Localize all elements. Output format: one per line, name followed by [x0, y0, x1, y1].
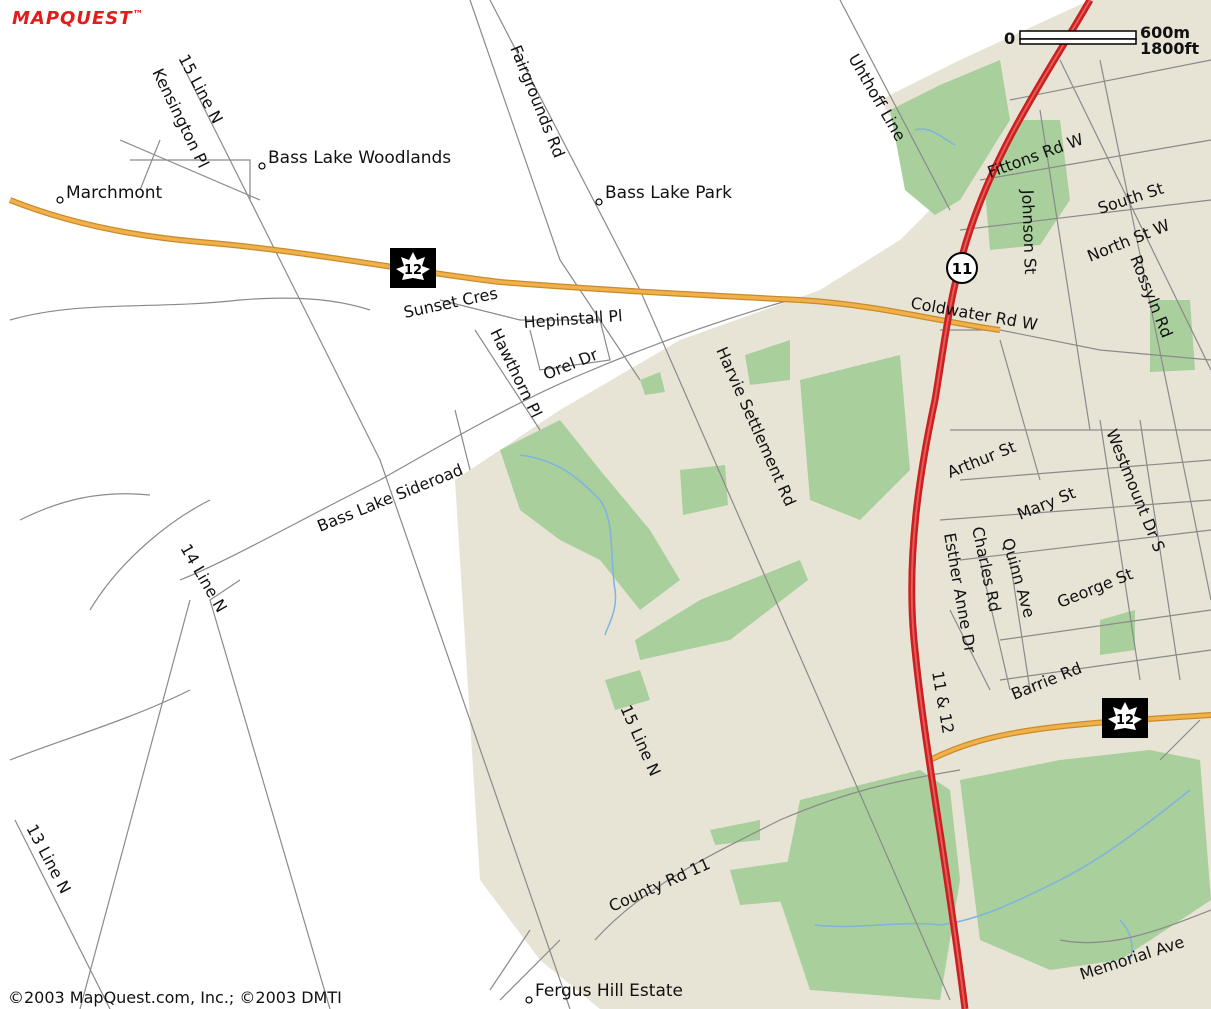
road-orel-dr: Orel Dr	[540, 345, 600, 384]
road-hawthorn-pl: Hawthorn Pl	[486, 325, 545, 420]
place-markers	[56, 162, 603, 1004]
highway-12-shield-east: 12	[1102, 698, 1148, 738]
place-fergus-hill-estate: Fergus Hill Estate	[535, 981, 683, 1001]
minor-roads	[9, 0, 1211, 1009]
scale-imperial: 1800ft	[1140, 39, 1199, 58]
logo-trademark: ™	[132, 8, 145, 21]
place-bass-lake-woodlands: Bass Lake Woodlands	[268, 148, 451, 168]
place-bass-lake-park: Bass Lake Park	[605, 183, 732, 203]
scale-metric: 600m	[1140, 23, 1190, 42]
highway-12-shield: 12	[390, 248, 436, 288]
mapquest-logo[interactable]: MAPQUEST™	[12, 8, 145, 29]
highway-12-shield-east-label: 12	[1116, 713, 1134, 728]
road-sunset-cres: Sunset Cres	[402, 283, 499, 321]
road-johnson-st: Johnson St	[1018, 188, 1040, 274]
highway-12-shield-label: 12	[404, 263, 422, 278]
road-13-line-n: 13 Line N	[22, 821, 74, 897]
scale-bar: 0 600m 1800ft	[1004, 23, 1199, 58]
logo-text: MAPQUEST	[12, 8, 133, 29]
highway-11-shield-label: 11	[952, 260, 973, 278]
scale-zero: 0	[1004, 29, 1015, 48]
highway-12	[8, 197, 1211, 763]
road-bass-lake-sideroad: Bass Lake Sideroad	[314, 460, 465, 536]
park-areas	[500, 60, 1211, 1000]
water-features	[519, 128, 1191, 961]
highway-11-shield: 11	[946, 252, 978, 284]
copyright-notice: ©2003 MapQuest.com, Inc.; ©2003 DMTI	[8, 988, 342, 1007]
road-fairgrounds-rd: Fairgrounds Rd	[506, 42, 568, 160]
road-hepinstall-pl: Hepinstall Pl	[523, 306, 623, 332]
place-marchmont: Marchmont	[66, 183, 163, 203]
